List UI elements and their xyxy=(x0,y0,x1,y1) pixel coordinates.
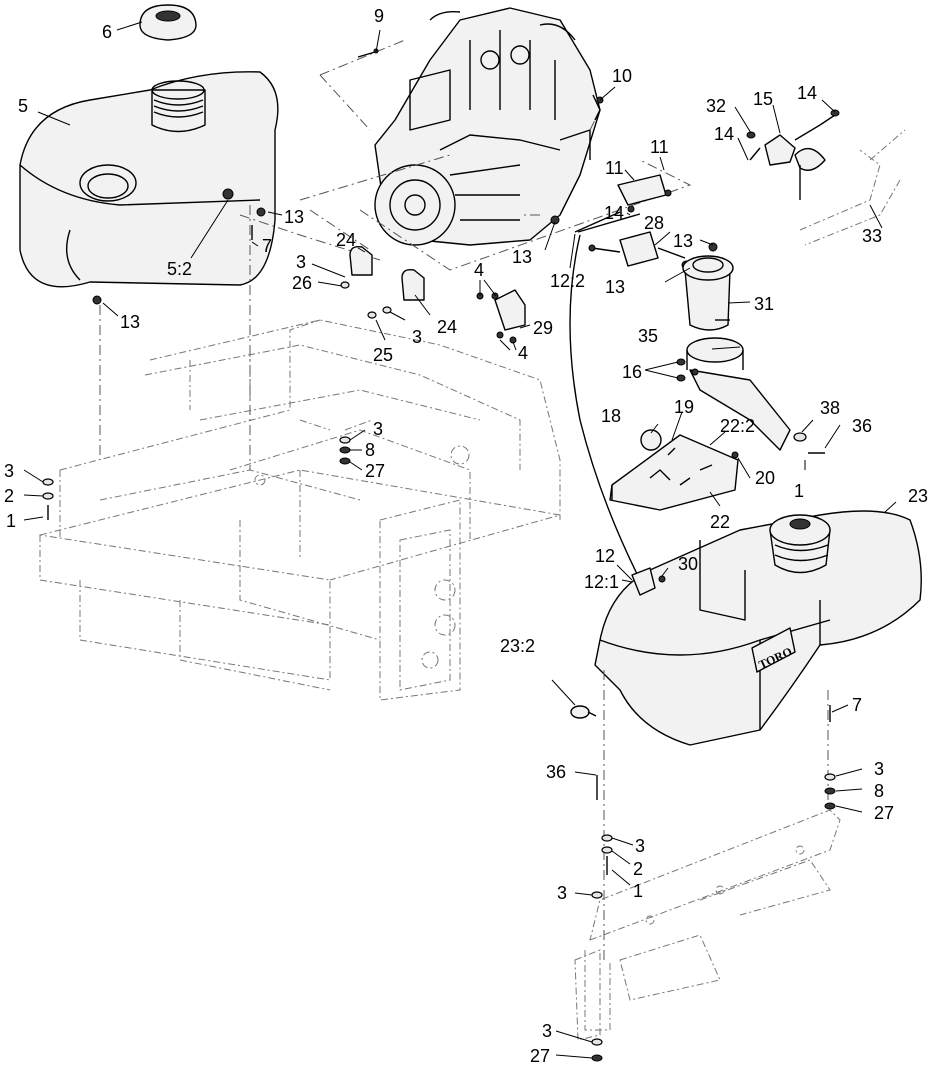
callout-13: 13 xyxy=(605,277,625,297)
callout-1: 1 xyxy=(794,481,804,501)
callout-3: 3 xyxy=(296,252,306,272)
engine xyxy=(374,7,601,246)
callout-8: 8 xyxy=(874,781,884,801)
callout-13: 13 xyxy=(284,207,304,227)
callout-13: 13 xyxy=(120,312,140,332)
callout-15: 15 xyxy=(753,89,773,109)
callout-2: 2 xyxy=(4,486,14,506)
callout-6: 6 xyxy=(102,22,112,42)
callout-28: 28 xyxy=(644,213,664,233)
callout-7: 7 xyxy=(852,695,862,715)
callout-19: 19 xyxy=(674,397,694,417)
callout-12-2: 12:2 xyxy=(550,271,585,291)
bracket-33 xyxy=(799,129,906,246)
callout-8: 8 xyxy=(365,440,375,460)
left-fuel-tank xyxy=(19,71,279,305)
callout-11: 11 xyxy=(650,137,669,157)
bolt-9 xyxy=(357,48,379,58)
callout-35: 35 xyxy=(638,326,658,346)
callout-7: 7 xyxy=(262,236,272,256)
callout-36: 36 xyxy=(852,416,872,436)
fuel-pump-31 xyxy=(682,255,734,331)
callout-24: 24 xyxy=(437,317,457,337)
callout-5: 5 xyxy=(18,96,28,116)
callout-36: 36 xyxy=(546,762,566,782)
callout-3: 3 xyxy=(557,883,567,903)
callout-32: 32 xyxy=(706,96,726,116)
callout-22: 22 xyxy=(710,512,730,532)
callout-1: 1 xyxy=(6,511,16,531)
callout-38: 38 xyxy=(820,398,840,418)
callout-23: 23 xyxy=(908,486,928,506)
callout-14: 14 xyxy=(604,203,624,223)
washers xyxy=(42,109,840,1062)
chassis-frame xyxy=(39,319,561,701)
left-tank-cap xyxy=(139,4,197,41)
callout-3: 3 xyxy=(874,759,884,779)
clamps-24 xyxy=(349,245,425,301)
callout-13: 13 xyxy=(673,231,693,251)
callout-26: 26 xyxy=(292,273,312,293)
callout-25: 25 xyxy=(373,345,393,365)
callout-27: 27 xyxy=(530,1046,550,1066)
callout-18: 18 xyxy=(601,406,621,426)
callout-24: 24 xyxy=(336,230,356,250)
callout-1: 1 xyxy=(633,881,643,901)
callout-4: 4 xyxy=(518,343,528,363)
right-tank-bracket xyxy=(574,809,841,1041)
callout-31: 31 xyxy=(754,294,774,314)
panel-22 xyxy=(609,429,739,511)
callout-4: 4 xyxy=(474,260,484,280)
callout-labels: 6 5 5:2 13 13 7 9 10 24 3 26 3 25 24 4 2… xyxy=(4,6,928,1066)
callout-12: 12 xyxy=(595,546,615,566)
bracket-29 xyxy=(476,289,526,344)
callout-30: 30 xyxy=(678,554,698,574)
callout-14: 14 xyxy=(714,124,734,144)
callout-3: 3 xyxy=(412,327,422,347)
bracket-11 xyxy=(617,174,672,213)
callout-9: 9 xyxy=(374,6,384,26)
callout-16: 16 xyxy=(622,362,642,382)
callout-5-2: 5:2 xyxy=(167,259,192,279)
fuel-filter-28 xyxy=(588,231,686,267)
valve-15 xyxy=(749,114,836,200)
callout-23-2: 23:2 xyxy=(500,636,535,656)
callout-3: 3 xyxy=(635,836,645,856)
right-fuel-tank: TORO xyxy=(594,510,922,746)
callout-13: 13 xyxy=(512,247,532,267)
latch-12 xyxy=(631,567,666,596)
leader-lines xyxy=(23,21,897,1059)
callout-3: 3 xyxy=(4,461,14,481)
callout-33: 33 xyxy=(862,226,882,246)
callout-20: 20 xyxy=(755,468,775,488)
callout-22-2: 22:2 xyxy=(720,416,755,436)
callout-3: 3 xyxy=(373,419,383,439)
callout-27: 27 xyxy=(874,803,894,823)
callout-3: 3 xyxy=(542,1021,552,1041)
vent-23-2 xyxy=(570,705,597,719)
callout-29: 29 xyxy=(533,318,553,338)
callout-10: 10 xyxy=(612,66,632,86)
callout-12-1: 12:1 xyxy=(584,572,619,592)
callout-2: 2 xyxy=(633,859,643,879)
callout-11: 11 xyxy=(605,158,624,178)
callout-14: 14 xyxy=(797,83,817,103)
callout-27: 27 xyxy=(365,461,385,481)
